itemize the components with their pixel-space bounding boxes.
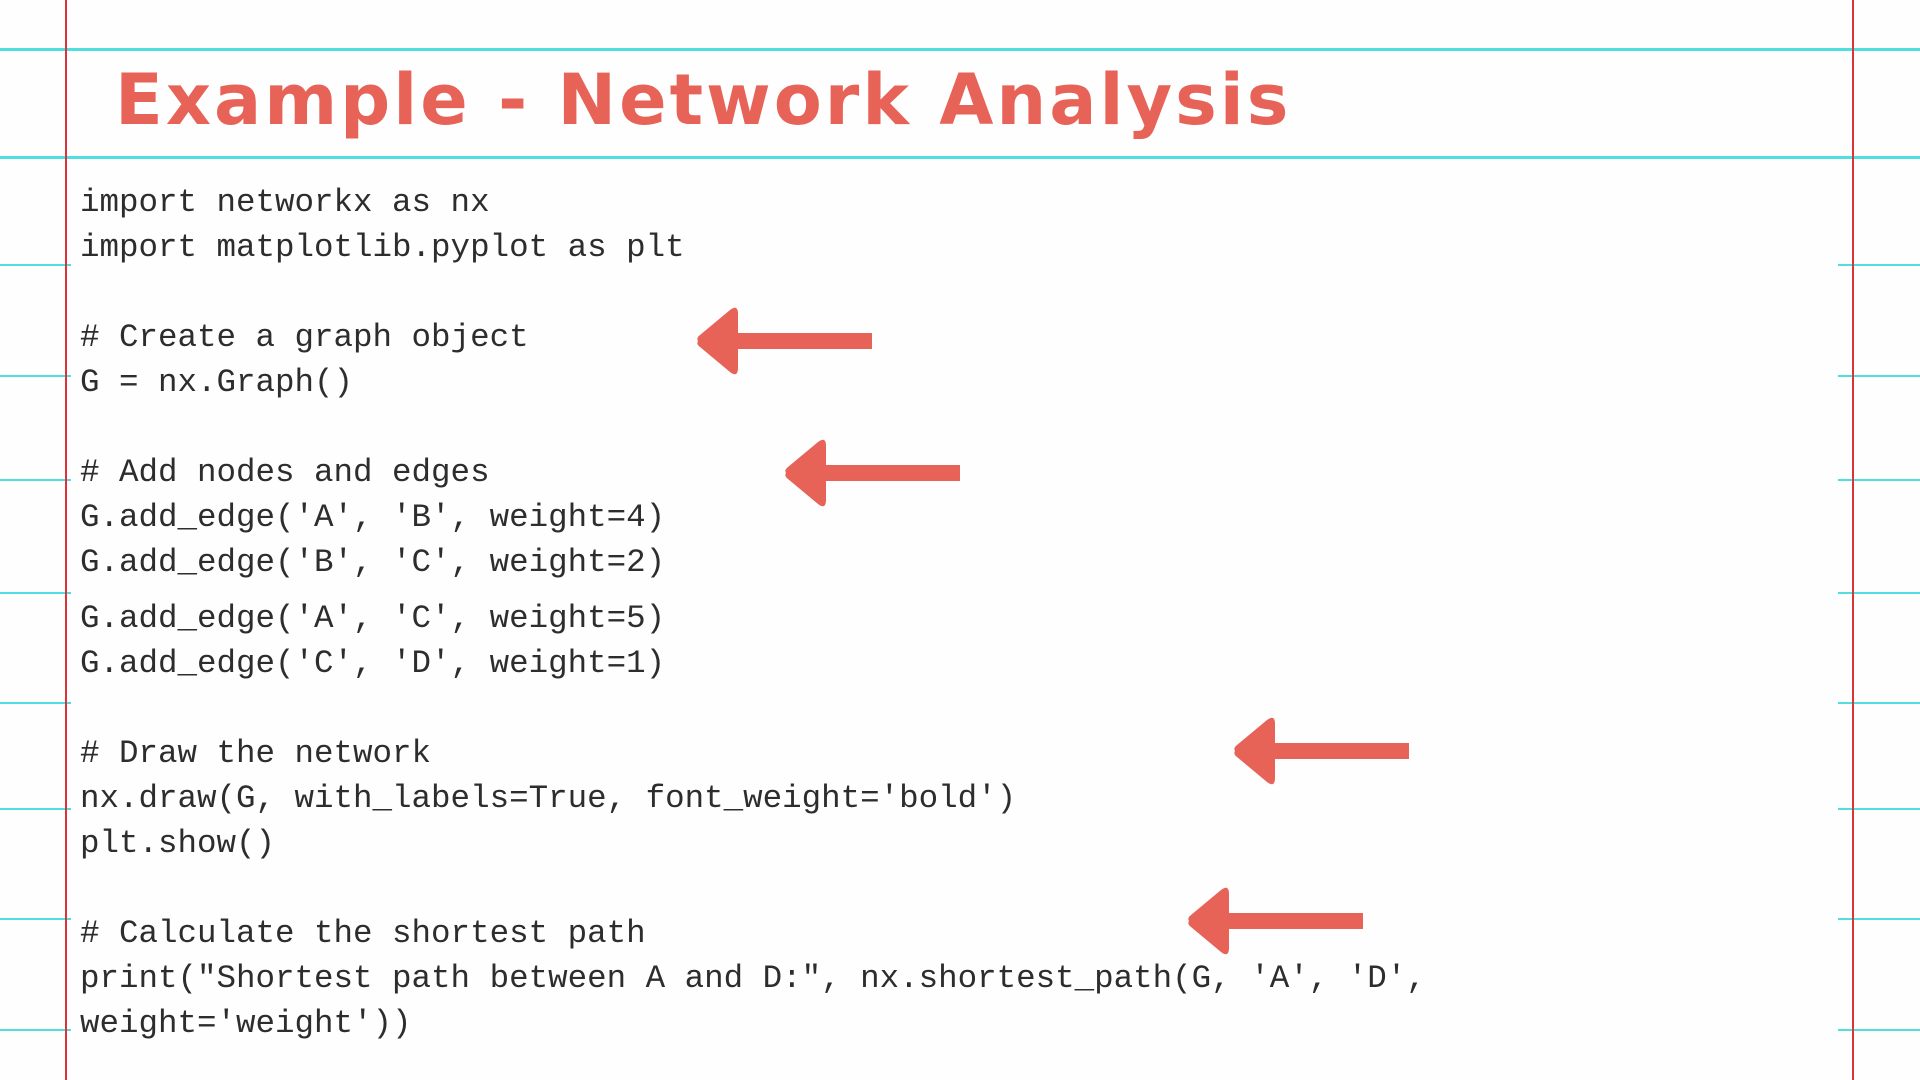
ruled-line-stub bbox=[0, 808, 71, 810]
ruled-line-stub bbox=[1838, 808, 1920, 810]
arrow-left-icon bbox=[697, 307, 872, 375]
code-comment: # Draw the network bbox=[80, 735, 432, 772]
code-block: import networkx as nx import matplotlib.… bbox=[80, 183, 1426, 1042]
code-comment: # Add nodes and edges bbox=[80, 454, 490, 491]
ruled-line-stub bbox=[1838, 264, 1920, 266]
ruled-line-stub bbox=[0, 479, 71, 481]
code-line: weight='weight')) bbox=[80, 1005, 412, 1042]
code-line: print("Shortest path between A and D:", … bbox=[80, 960, 1426, 997]
code-line: plt.show() bbox=[80, 825, 276, 862]
code-line: import networkx as nx bbox=[80, 184, 490, 221]
code-line: G.add_edge('A', 'B', weight=4) bbox=[80, 499, 666, 536]
arrow-left-icon bbox=[1234, 717, 1409, 785]
ruled-line-stub bbox=[0, 918, 71, 920]
code-line: G.add_edge('B', 'C', weight=2) bbox=[80, 544, 666, 581]
slide-title: Example - Network Analysis bbox=[115, 59, 1292, 141]
left-margin-line bbox=[65, 0, 67, 1080]
ruled-line-stub bbox=[1838, 702, 1920, 704]
ruled-line-stub bbox=[0, 264, 71, 266]
ruled-line-stub bbox=[1838, 918, 1920, 920]
ruled-line bbox=[0, 48, 1920, 51]
ruled-line-stub bbox=[0, 592, 71, 594]
arrow-left-icon bbox=[785, 439, 960, 507]
code-line: import matplotlib.pyplot as plt bbox=[80, 229, 685, 266]
code-comment: # Calculate the shortest path bbox=[80, 915, 646, 952]
right-margin-line bbox=[1852, 0, 1854, 1080]
ruled-line-stub bbox=[1838, 1029, 1920, 1031]
ruled-line-stub bbox=[1838, 592, 1920, 594]
ruled-line bbox=[0, 156, 1920, 159]
ruled-line-stub bbox=[0, 1029, 71, 1031]
code-line: G.add_edge('C', 'D', weight=1) bbox=[80, 645, 666, 682]
code-line: G = nx.Graph() bbox=[80, 364, 354, 401]
ruled-line-stub bbox=[0, 702, 71, 704]
ruled-line-stub bbox=[0, 375, 71, 377]
code-line: nx.draw(G, with_labels=True, font_weight… bbox=[80, 780, 1017, 817]
code-comment: # Create a graph object bbox=[80, 319, 529, 356]
ruled-line-stub bbox=[1838, 375, 1920, 377]
code-line: G.add_edge('A', 'C', weight=5) bbox=[80, 600, 666, 637]
arrow-left-icon bbox=[1188, 887, 1363, 955]
ruled-line-stub bbox=[1838, 479, 1920, 481]
